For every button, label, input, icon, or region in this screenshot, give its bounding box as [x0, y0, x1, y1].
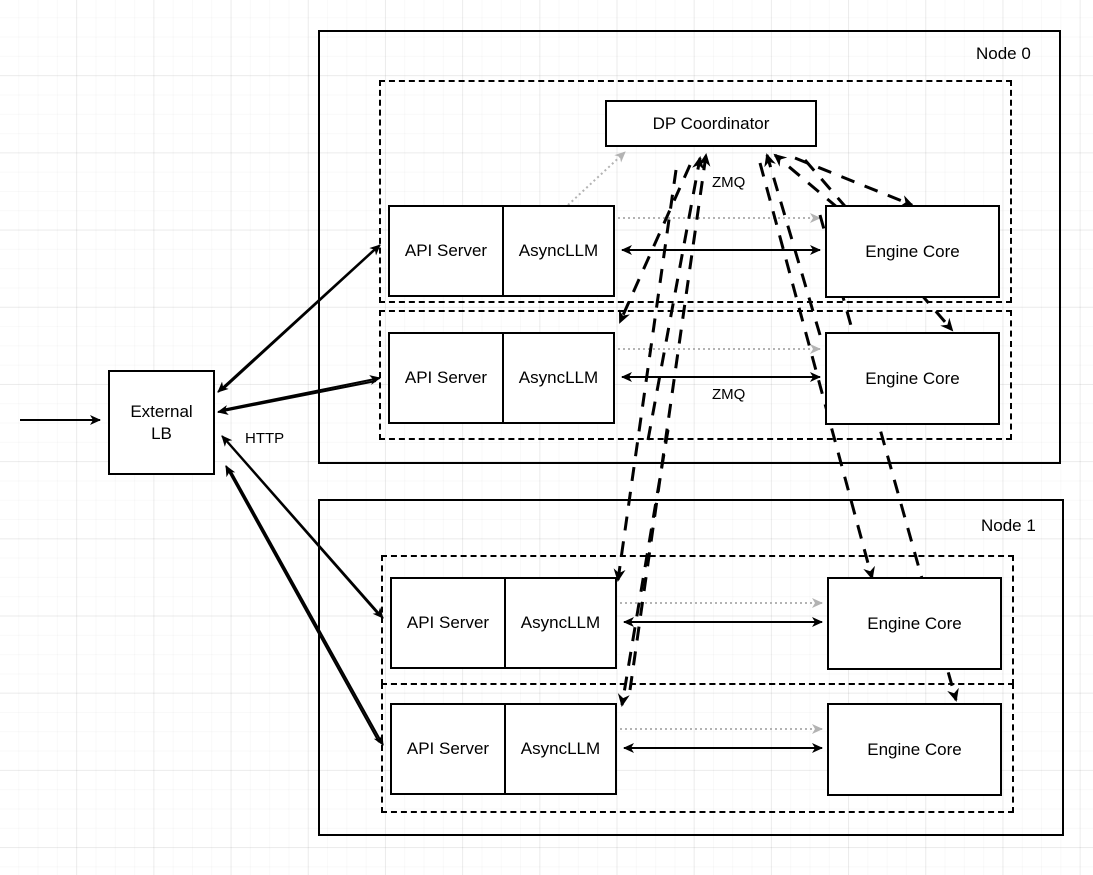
dp-coordinator-box[interactable]: DP Coordinator	[605, 100, 817, 147]
node-0-group-1	[379, 310, 1012, 440]
node-0-api-unit-0[interactable]: API Server AsyncLLM	[388, 205, 615, 297]
node-0-engine-core-1[interactable]: Engine Core	[825, 332, 1000, 425]
asyncllm-label: AsyncLLM	[520, 739, 601, 758]
api-server-label: API Server	[390, 207, 504, 295]
engine-core-label: Engine Core	[867, 739, 962, 759]
external-lb-label-line2: LB	[151, 423, 172, 443]
asyncllm-label: AsyncLLM	[520, 613, 601, 632]
engine-core-label: Engine Core	[865, 241, 960, 261]
node-1-engine-core-1[interactable]: Engine Core	[827, 703, 1002, 796]
asyncllm-label: AsyncLLM	[518, 241, 599, 260]
asyncllm-label: AsyncLLM	[518, 368, 599, 387]
node-1-api-unit-1[interactable]: API Server AsyncLLM	[390, 703, 617, 795]
node-1-engine-core-0[interactable]: Engine Core	[827, 577, 1002, 670]
http-label: HTTP	[245, 430, 285, 447]
api-server-label: API Server	[392, 579, 506, 667]
node-0-engine-core-0[interactable]: Engine Core	[825, 205, 1000, 298]
node-0-container	[318, 30, 1061, 464]
node-0-api-unit-1[interactable]: API Server AsyncLLM	[388, 332, 615, 424]
node-1-container	[318, 499, 1064, 836]
external-lb-label-line1: External	[130, 402, 193, 422]
api-server-label: API Server	[390, 334, 504, 422]
node-1-api-unit-0[interactable]: API Server AsyncLLM	[390, 577, 617, 669]
node-0-group-0	[379, 80, 1012, 303]
zmq-label-top: ZMQ	[712, 174, 746, 191]
zmq-label-mid: ZMQ	[712, 386, 746, 403]
node-1-label: Node 1	[981, 516, 1036, 535]
engine-core-label: Engine Core	[867, 613, 962, 633]
node-1-group-1	[381, 683, 1014, 813]
engine-core-label: Engine Core	[865, 368, 960, 388]
dp-coordinator-label: DP Coordinator	[652, 113, 770, 133]
api-server-label: API Server	[392, 705, 506, 793]
node-0-label: Node 0	[976, 44, 1031, 63]
external-lb-box[interactable]: External LB	[108, 370, 215, 475]
